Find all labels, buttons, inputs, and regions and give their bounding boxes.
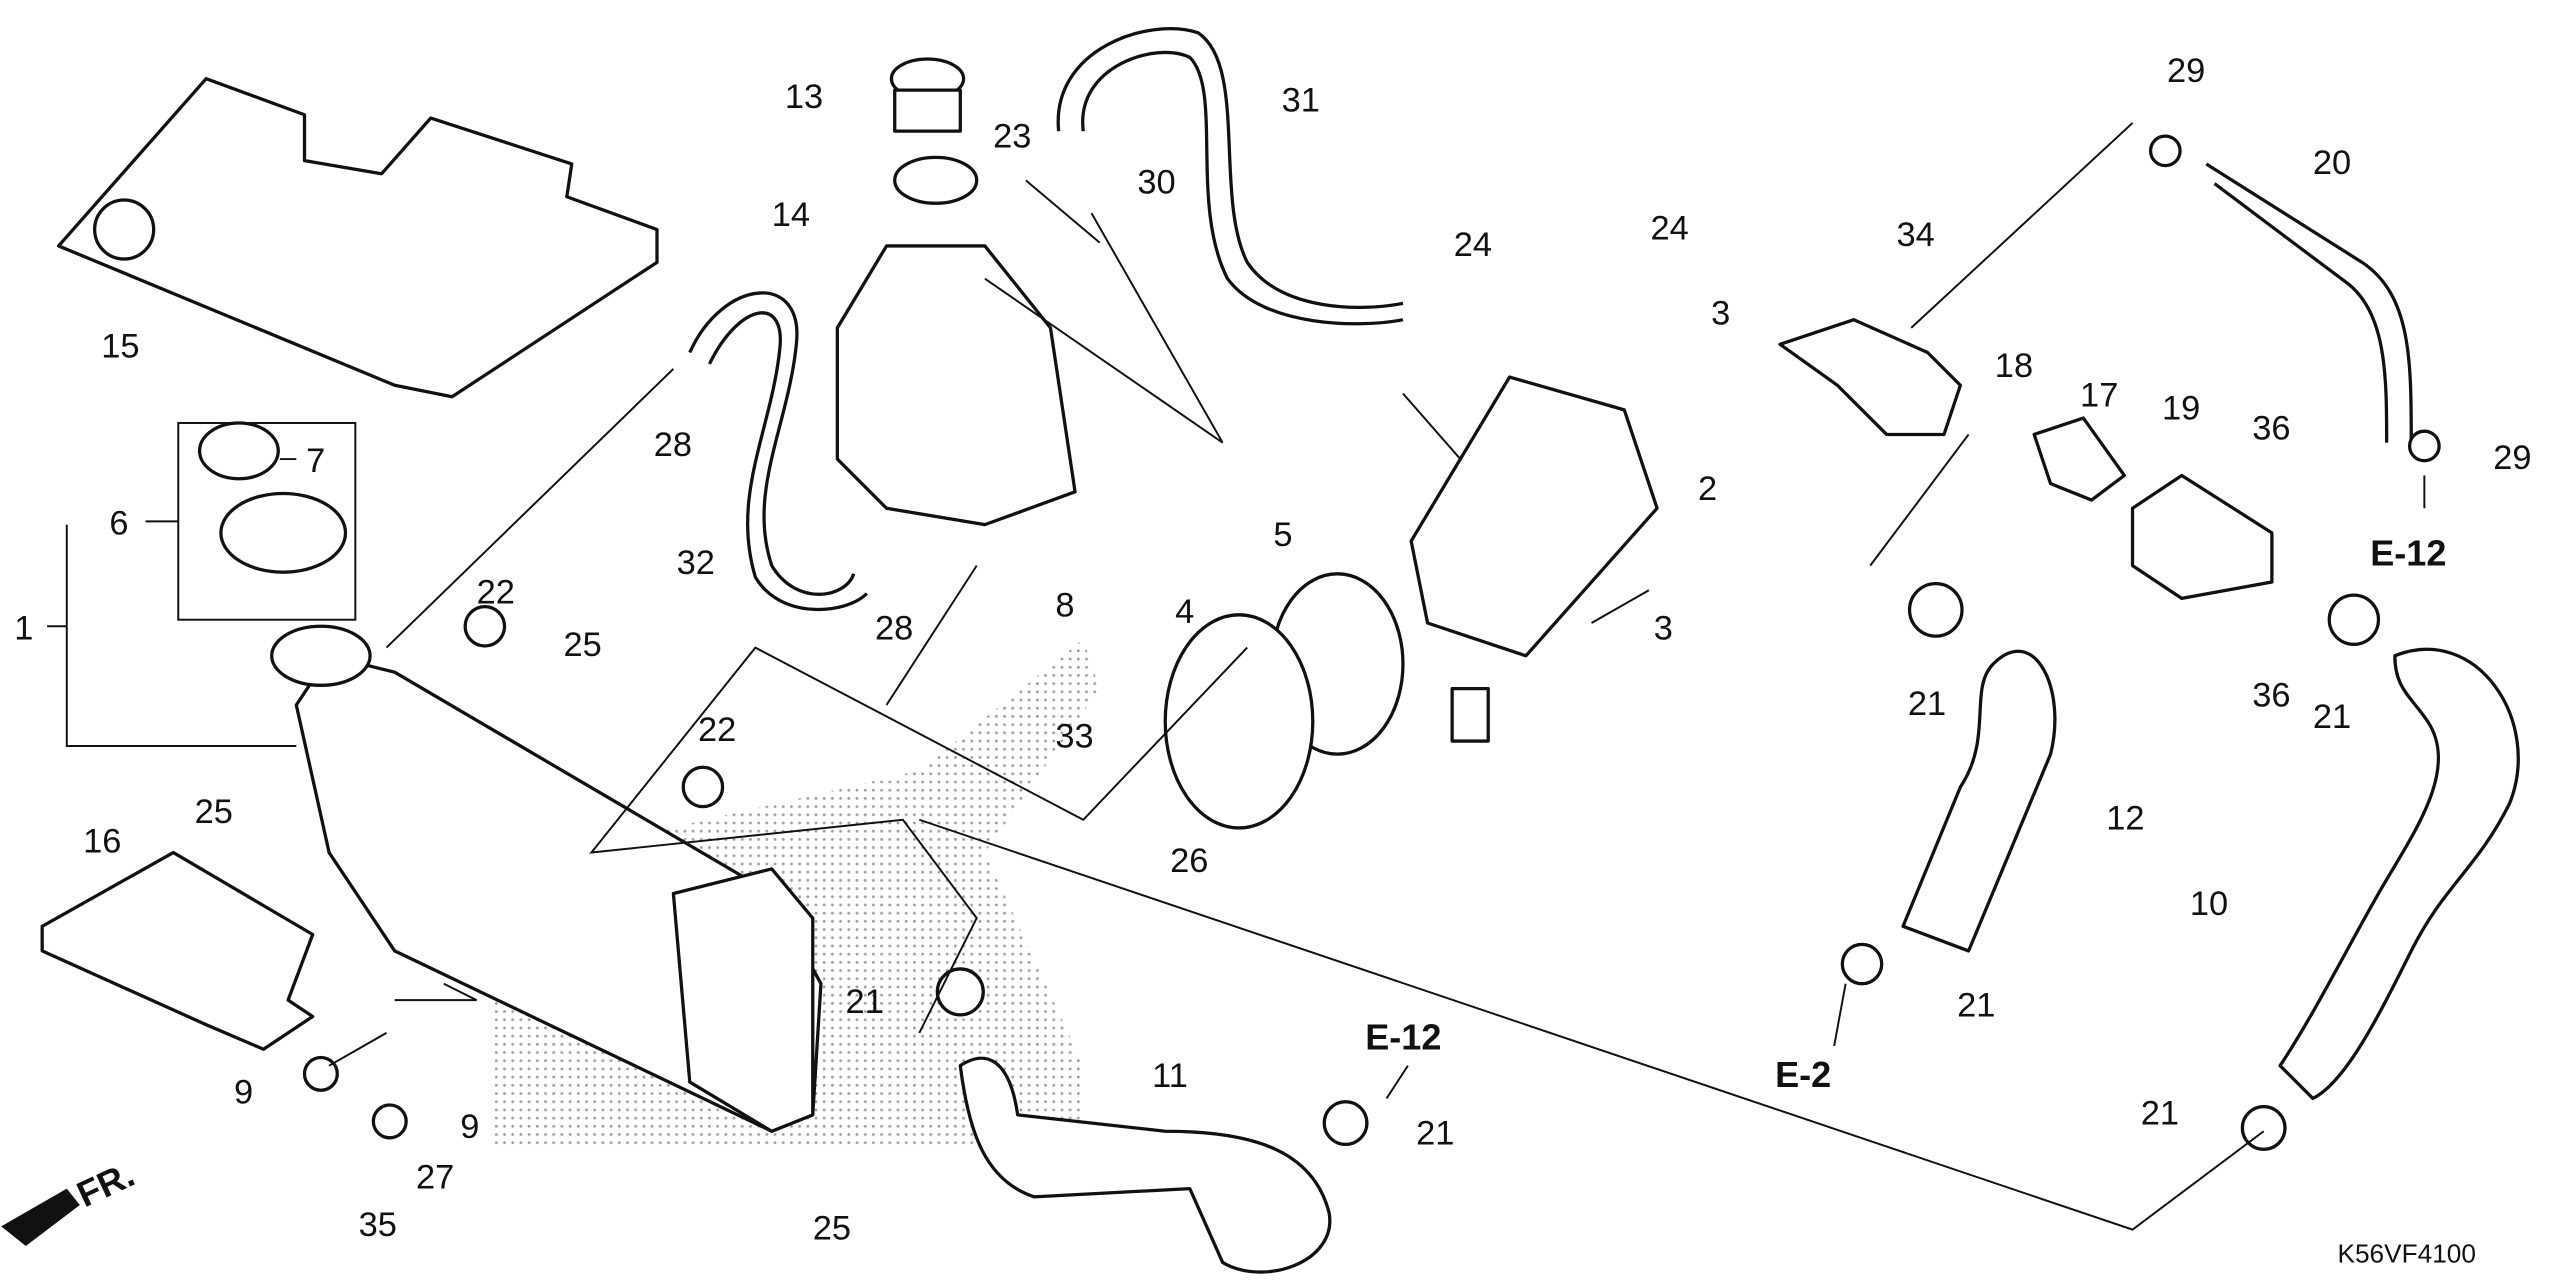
callout-20: 20 — [2313, 144, 2351, 182]
callout-21: 21 — [1908, 685, 1946, 723]
hose-clamps — [302, 134, 2441, 1151]
callout-34: 34 — [1896, 216, 1934, 254]
reference-e12[interactable]: E-12 — [1365, 1016, 1441, 1057]
callout-25: 25 — [813, 1209, 851, 1247]
callouts: 1 2 3 3 4 5 6 7 8 9 9 10 11 12 13 14 15 … — [14, 52, 2531, 1247]
callout-8: 8 — [1055, 586, 1074, 624]
section-references: E-12 E-12 E-2 — [1365, 533, 2446, 1095]
callout-26: 26 — [1170, 842, 1208, 880]
hose-11 — [958, 1056, 1332, 1274]
thermostat-17 — [2032, 416, 2126, 502]
callout-36: 36 — [2252, 409, 2290, 447]
callout-22: 22 — [477, 573, 515, 611]
radiator-tank — [671, 867, 815, 1133]
callout-25: 25 — [564, 626, 602, 664]
fan-4 — [1163, 613, 1315, 830]
reference-e2[interactable]: E-2 — [1775, 1054, 1831, 1095]
callout-31: 31 — [1282, 81, 1320, 119]
panel-15 — [56, 77, 659, 399]
callout-24: 24 — [1454, 226, 1492, 264]
reservoir-cap-body — [893, 88, 962, 133]
callout-24: 24 — [1651, 209, 1689, 247]
callout-4: 4 — [1175, 593, 1194, 631]
callout-16: 16 — [83, 823, 121, 861]
hose-31 — [1056, 27, 1404, 310]
callout-36: 36 — [2252, 677, 2290, 715]
callout-35: 35 — [359, 1206, 397, 1244]
thermostat-cover-19 — [2130, 473, 2274, 601]
callout-32: 32 — [677, 544, 715, 582]
callout-1: 1 — [14, 609, 33, 647]
callout-7: 7 — [306, 442, 325, 480]
callout-29: 29 — [2493, 439, 2531, 477]
reservoir-neck-14 — [893, 155, 979, 205]
callout-15: 15 — [101, 327, 139, 365]
callout-23: 23 — [993, 118, 1031, 156]
callout-21: 21 — [846, 983, 884, 1021]
hose-20 — [2205, 162, 2413, 443]
reference-e12[interactable]: E-12 — [2370, 533, 2446, 574]
fan-shroud-2 — [1409, 375, 1659, 658]
hose-10 — [2278, 647, 2520, 1101]
callout-21: 21 — [1416, 1114, 1454, 1152]
reservoir-tank — [835, 244, 1077, 527]
callout-17: 17 — [2080, 377, 2118, 415]
callout-28: 28 — [875, 609, 913, 647]
diagram-code: K56VF4100 — [2337, 1238, 2475, 1268]
callout-2: 2 — [1698, 470, 1717, 508]
callout-22: 22 — [698, 711, 736, 749]
callout-21: 21 — [1957, 986, 1995, 1024]
hose-20b — [2213, 182, 2389, 443]
front-arrow-icon — [1, 1188, 80, 1247]
callout-9: 9 — [460, 1108, 479, 1146]
callout-5: 5 — [1273, 516, 1292, 554]
connector — [1450, 686, 1490, 743]
hose-32b — [707, 311, 869, 612]
leader-lines — [47, 122, 2426, 1231]
callout-3: 3 — [1654, 609, 1673, 647]
thermostat-housing-18 — [1778, 318, 1963, 437]
callout-13: 13 — [785, 78, 823, 116]
callout-29: 29 — [2167, 52, 2205, 90]
front-marker: FR. — [71, 1153, 141, 1215]
hose-12 — [1901, 649, 2057, 953]
callout-19: 19 — [2162, 390, 2200, 428]
callout-14: 14 — [772, 196, 810, 234]
callout-3: 3 — [1711, 295, 1730, 333]
callout-21: 21 — [2313, 698, 2351, 736]
callout-25: 25 — [195, 793, 233, 831]
callout-33: 33 — [1055, 718, 1093, 756]
filler-neck — [270, 624, 372, 687]
radiator-cap-6 — [219, 491, 348, 574]
callout-18: 18 — [1995, 347, 2033, 385]
cap-seal-7 — [197, 421, 280, 481]
callout-27: 27 — [416, 1159, 454, 1197]
hose-31b — [1081, 50, 1404, 326]
panel-hole — [93, 198, 156, 261]
callout-12: 12 — [2106, 800, 2144, 838]
callout-21: 21 — [2141, 1095, 2179, 1133]
callout-28: 28 — [654, 426, 692, 464]
callout-30: 30 — [1137, 163, 1175, 201]
hose-32 — [688, 291, 856, 596]
callout-6: 6 — [109, 504, 128, 542]
callout-11: 11 — [1152, 1057, 1188, 1095]
panel-16 — [40, 850, 315, 1051]
callout-10: 10 — [2190, 885, 2228, 923]
callout-9: 9 — [234, 1073, 253, 1111]
